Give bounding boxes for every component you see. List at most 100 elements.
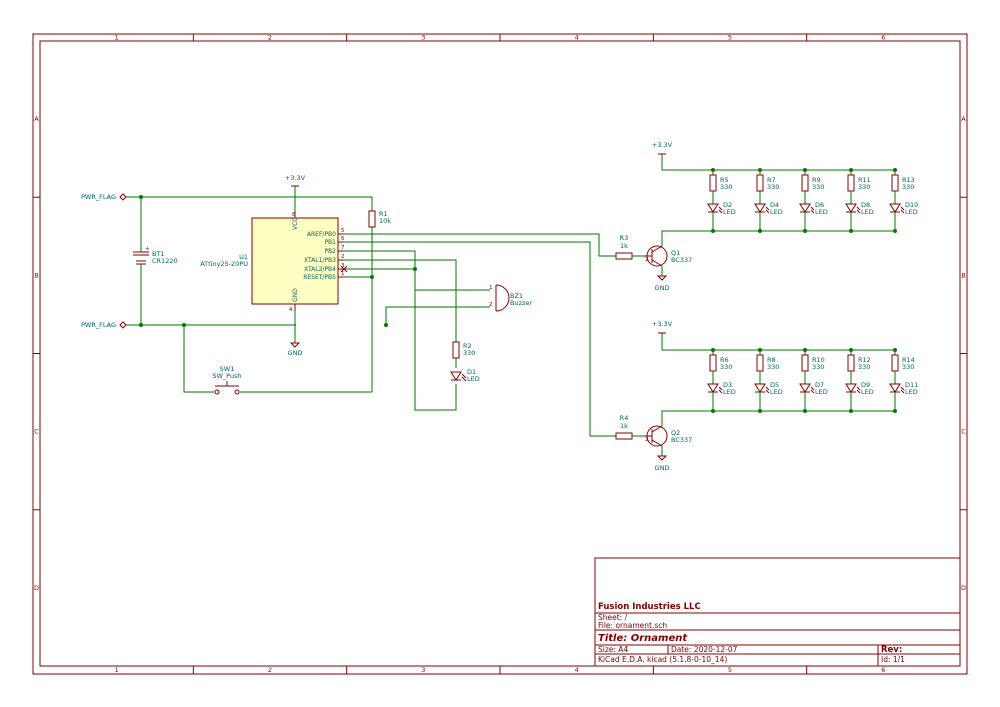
r1-ref: R1 [379, 210, 388, 218]
led-bank-top: R5330D2LEDR7330D4LEDR9330D6LEDR11330D8LE… [707, 168, 918, 233]
bank-led-ref: D8 [861, 201, 870, 209]
u1-pin-pb4-num: 3 [341, 263, 345, 269]
bank-resistor-ref: R9 [812, 176, 821, 184]
q2-pin-b: 2 [645, 437, 649, 443]
frame-row-label-right: C [961, 428, 966, 436]
frame-col-label-top: 3 [421, 34, 425, 42]
junction-dot [849, 168, 853, 172]
pwr-flag-top-label: PWR_FLAG [81, 193, 116, 201]
u1-vcc-label: +3.3V [285, 174, 306, 182]
bank-led-value: LED [815, 208, 828, 216]
u1-pin-pb3-name: XTAL1/PB3 [304, 257, 336, 264]
frame-col-label-top: 5 [728, 34, 732, 42]
r4-ref: R4 [620, 414, 629, 422]
buzzer-bz1: 1 2 BZ1 Buzzer [489, 284, 532, 312]
junction-dot [893, 409, 897, 413]
bank-resistor-ref: R8 [767, 356, 776, 364]
led-emission [900, 386, 905, 391]
bank-resistor-value: 330 [812, 363, 824, 371]
junction-dot [893, 229, 897, 233]
bank-resistor-ref: R7 [767, 176, 776, 184]
u1-pin-pb3-num: 2 [341, 254, 345, 260]
frame-row-label-right: B [961, 271, 965, 279]
bank-led-value: LED [861, 388, 874, 396]
bottom-bank-vcc-label: +3.3V [652, 320, 673, 328]
bank-led-ref: D3 [723, 381, 732, 389]
led-emission [718, 206, 723, 211]
bank-led-value: LED [723, 388, 736, 396]
junction-dot [803, 409, 807, 413]
junction-dot [711, 168, 715, 172]
junction-dot [758, 229, 762, 233]
led-emission [856, 206, 861, 211]
d1-value: LED [467, 375, 480, 383]
junction-dot [849, 409, 853, 413]
bank-resistor-ref: R12 [858, 356, 871, 364]
title-block: Fusion Industries LLC Sheet: / File: orn… [594, 557, 961, 667]
r2-ref: R2 [463, 342, 472, 350]
led-emission [718, 209, 723, 214]
rev-label: Rev: [881, 645, 902, 655]
sw1-ref: SW1 [220, 365, 235, 373]
led-body [845, 383, 857, 393]
bank-led-ref: D7 [815, 381, 824, 389]
bank-resistor-value: 330 [858, 363, 870, 371]
bank-resistor-value: 330 [902, 183, 914, 191]
pwr-flag-top: PWR_FLAG [81, 193, 127, 201]
bank-resistor-value: 330 [720, 183, 732, 191]
size-label: Size: A4 [598, 645, 628, 654]
bank-resistor-ref: R10 [812, 356, 825, 364]
svg-text:+: + [145, 246, 150, 252]
u1-gnd-label: GND [288, 349, 303, 357]
resistor-body [801, 354, 809, 372]
bank-led-ref: D6 [815, 201, 824, 209]
battery-bt1: + BT1 CR1220 [133, 245, 178, 268]
frame-col-label-top: 6 [881, 34, 885, 42]
q1-value: BC337 [671, 256, 692, 264]
resistor-body [847, 354, 855, 372]
frame-row-label-right: A [961, 115, 966, 123]
u1-value: ATtiny25-20PU [200, 260, 248, 268]
resistor-body [891, 354, 899, 372]
bank-led-value: LED [815, 388, 828, 396]
u1-pin-pb4-name: XTAL2/PB4 [304, 266, 336, 273]
bz1-pin2: 2 [489, 302, 493, 308]
frame-row-label-left: B [34, 271, 38, 279]
bank-resistor-value: 330 [767, 363, 779, 371]
resistor-body [847, 174, 855, 192]
led-emission [900, 389, 905, 394]
junction-dot [893, 168, 897, 172]
bz1-value: Buzzer [510, 299, 532, 307]
q2-gnd-power: GND [655, 455, 670, 472]
resistor-r3: R3 1k [615, 234, 644, 260]
frame-col-label-bottom: 6 [881, 666, 885, 674]
bank-led-value: LED [905, 208, 918, 216]
wires-left [126, 186, 616, 437]
bank-led-value: LED [770, 208, 783, 216]
resistor-r2: R2 330 [452, 341, 475, 359]
bank-led-value: LED [770, 388, 783, 396]
frame-col-label-top: 1 [115, 34, 119, 42]
sheet-label: Sheet: / [598, 613, 628, 622]
u1-pin-vcc-num: 8 [292, 212, 296, 218]
bank-resistor-ref: R14 [902, 356, 915, 364]
resistor-body [801, 174, 809, 192]
bank-resistor-ref: R6 [720, 356, 729, 364]
title-label: Title: Ornament [598, 633, 688, 644]
led-emission [810, 209, 815, 214]
bz1-ref: BZ1 [510, 292, 523, 300]
q2-gnd-label: GND [655, 464, 670, 472]
transistor-q1: 2 Q1 BC337 [644, 245, 692, 267]
bank-led-ref: D2 [723, 201, 732, 209]
u1-pin-gnd-name: GND [292, 288, 299, 302]
q2-value: BC337 [671, 436, 692, 444]
junction-dot [758, 168, 762, 172]
bank-resistor-value: 330 [902, 363, 914, 371]
tool-label: KiCad E.D.A. kicad (5.1.8-0-10_14) [598, 655, 727, 664]
